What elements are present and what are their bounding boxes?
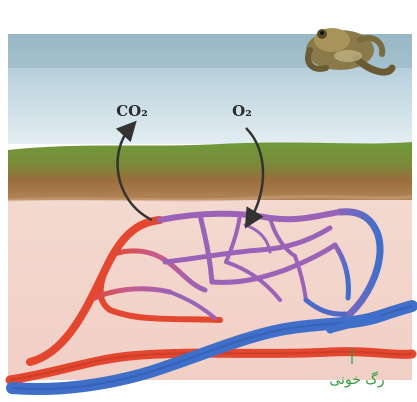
co2-label: CO₂: [116, 102, 148, 120]
epidermis-layer: [8, 142, 412, 205]
blood-vessel-label: رگ خونی: [329, 370, 384, 388]
o2-label: O₂: [232, 102, 252, 120]
